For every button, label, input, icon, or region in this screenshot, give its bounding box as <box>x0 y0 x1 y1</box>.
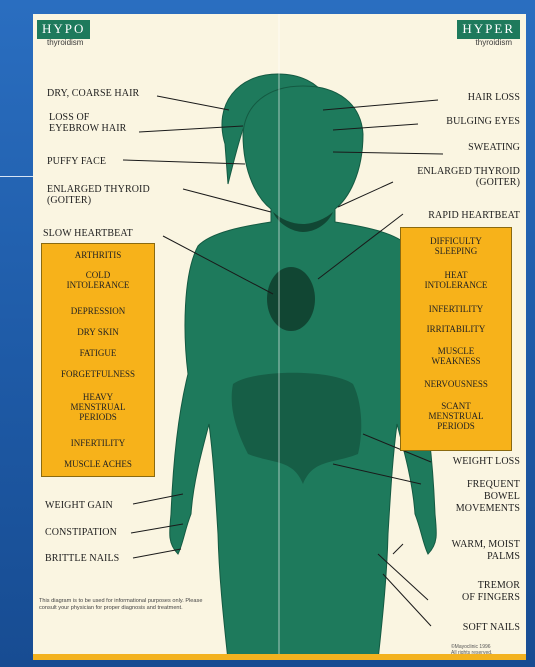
label-sweating: SWEATING <box>468 142 520 153</box>
hyper-symptom: INFERTILITY <box>401 304 511 314</box>
label-loss-eyebrow-hair: LOSS OF EYEBROW HAIR <box>49 112 126 134</box>
hypo-symptom: DEPRESSION <box>42 306 154 316</box>
hyper-symptom: SCANT MENSTRUAL PERIODS <box>401 401 511 431</box>
label-soft-nails: SOFT NAILS <box>463 622 520 633</box>
label-dry-coarse-hair: DRY, COARSE HAIR <box>47 88 139 99</box>
hyper-symptom: NERVOUSNESS <box>401 379 511 389</box>
hyper-symptom: IRRITABILITY <box>401 324 511 334</box>
label-weight-loss: WEIGHT LOSS <box>453 456 520 467</box>
hypo-symptom: HEAVY MENSTRUAL PERIODS <box>42 392 154 422</box>
label-brittle-nails: BRITTLE NAILS <box>45 553 119 564</box>
slide-rule <box>0 176 34 177</box>
label-enlarged-thyroid-hyper: ENLARGED THYROID (GOITER) <box>417 166 520 188</box>
label-warm-moist-palms: WARM, MOIST PALMS <box>452 539 520 563</box>
label-rapid-heartbeat: RAPID HEARTBEAT <box>428 210 520 221</box>
hypo-symptom: DRY SKIN <box>42 327 154 337</box>
label-slow-heartbeat: SLOW HEARTBEAT <box>43 228 133 239</box>
disclaimer-text: This diagram is to be used for informati… <box>39 598 209 612</box>
hyper-symptom: MUSCLE WEAKNESS <box>401 346 511 366</box>
label-tremor-of-fingers: TREMOR OF FINGERS <box>462 580 520 604</box>
label-puffy-face: PUFFY FACE <box>47 156 106 167</box>
label-enlarged-thyroid-hypo: ENLARGED THYROID (GOITER) <box>47 184 150 206</box>
label-hair-loss: HAIR LOSS <box>468 92 520 103</box>
hyper-symptoms-box: DIFFICULTY SLEEPING HEAT INTOLERANCE INF… <box>400 227 512 451</box>
hypo-symptom: ARTHRITIS <box>42 250 154 260</box>
hypo-symptom: FORGETFULNESS <box>42 369 154 379</box>
label-constipation: CONSTIPATION <box>45 527 117 538</box>
heart-shape <box>267 267 315 331</box>
bottom-accent-bar <box>33 654 526 660</box>
hypo-symptom: FATIGUE <box>42 348 154 358</box>
hypo-symptom: MUSCLE ACHES <box>42 459 154 469</box>
hypo-symptoms-box: ARTHRITIS COLD INTOLERANCE DEPRESSION DR… <box>41 243 155 477</box>
label-frequent-bowel-movements: FREQUENT BOWEL MOVEMENTS <box>456 479 520 515</box>
thyroid-poster: HYPO thyroidism HYPER thyroidism <box>33 14 526 660</box>
hypo-symptom: INFERTILITY <box>42 438 154 448</box>
hypo-symptom: COLD INTOLERANCE <box>42 270 154 290</box>
label-weight-gain: WEIGHT GAIN <box>45 500 113 511</box>
hyper-symptom: HEAT INTOLERANCE <box>401 270 511 290</box>
hyper-symptom: DIFFICULTY SLEEPING <box>401 236 511 256</box>
label-bulging-eyes: BULGING EYES <box>446 116 520 127</box>
